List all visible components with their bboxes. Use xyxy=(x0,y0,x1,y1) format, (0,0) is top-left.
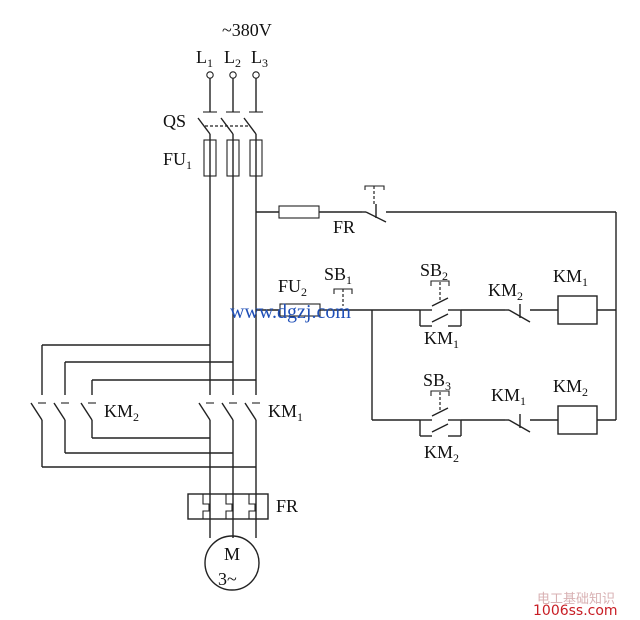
reverse-coil-km2 xyxy=(557,405,598,435)
overload-relay-fr xyxy=(187,493,269,520)
reverse-interlock-km1 xyxy=(505,414,558,433)
sb2-label: SB2 xyxy=(420,260,448,283)
sb3-label: SB3 xyxy=(423,370,451,393)
motor-label-m: M xyxy=(224,544,240,564)
phase-label-l2: L2 xyxy=(224,47,241,70)
main-fuses-fu1 xyxy=(203,139,263,177)
phase-label-l3: L3 xyxy=(251,47,268,70)
km2-main-label: KM2 xyxy=(104,401,139,424)
terminal-l3 xyxy=(252,71,260,79)
stop-button-sb1 xyxy=(333,288,372,311)
forward-start-button-sb2 xyxy=(419,280,462,326)
reverse-holding-contact-km2 xyxy=(420,423,461,437)
fu2-label: FU2 xyxy=(278,276,307,299)
terminal-l1 xyxy=(206,71,214,79)
corner-domain: 1006ss.com xyxy=(533,603,618,619)
isolator-switch-qs xyxy=(197,111,263,135)
forward-contactor-km1 xyxy=(198,402,260,421)
qs-label: QS xyxy=(163,111,186,131)
forward-interlock-km2 xyxy=(505,304,558,323)
fu1-label: FU1 xyxy=(163,149,192,172)
fr-contact-label: FR xyxy=(333,217,355,237)
control-fuse-body xyxy=(278,205,320,219)
km2-interlock-label: KM2 xyxy=(488,280,523,303)
forward-coil-km1 xyxy=(557,295,598,325)
watermark-text: www.dgzj.com xyxy=(230,301,351,323)
reverse-start-button-sb3 xyxy=(419,390,462,436)
motor-m3: M 3~ xyxy=(204,535,260,591)
km1-hold-label: KM1 xyxy=(424,328,459,351)
sb1-label: SB1 xyxy=(324,264,352,287)
motor-label-3phase: 3~ xyxy=(218,569,237,589)
supply-terminals xyxy=(206,71,260,79)
fr-relay-label: FR xyxy=(276,496,298,516)
km2-coil-label: KM2 xyxy=(553,376,588,399)
km1-main-label: KM1 xyxy=(268,401,303,424)
km1-coil-label: KM1 xyxy=(553,266,588,289)
supply-voltage-label: ~380V xyxy=(222,20,272,40)
corner-site-name: 电工基础知识 xyxy=(537,591,615,607)
km2-hold-label: KM2 xyxy=(424,442,459,465)
reversing-contactor-km2 xyxy=(30,402,96,421)
fr-nc-contact xyxy=(362,185,616,223)
forward-holding-contact-km1 xyxy=(420,313,461,327)
km1-interlock-label: KM1 xyxy=(491,385,526,408)
terminal-l2 xyxy=(229,71,237,79)
phase-label-l1: L1 xyxy=(196,47,213,70)
